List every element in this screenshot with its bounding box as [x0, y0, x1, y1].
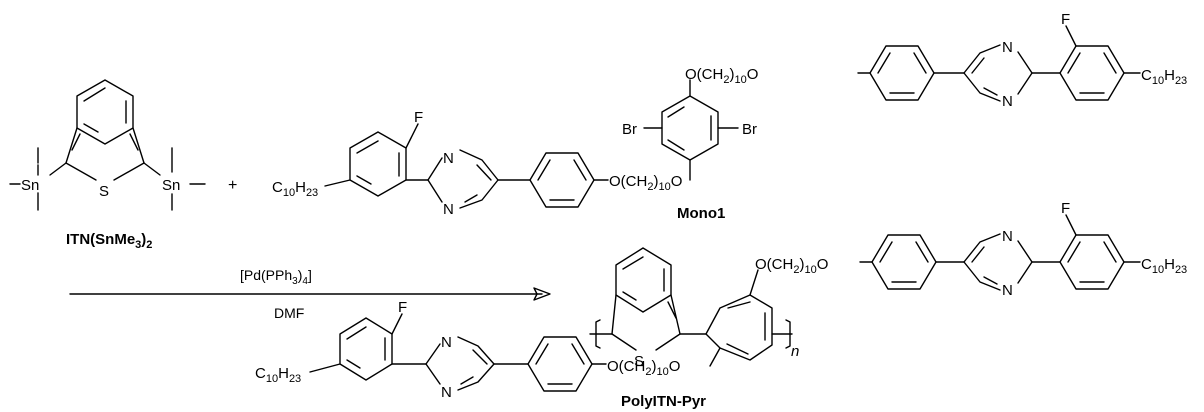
plus-sign: +	[228, 177, 237, 194]
atom-n2-mono1-left: N	[443, 201, 454, 218]
atom-n1-polymer-lower: N	[441, 334, 452, 351]
itn-stannane-structure	[9, 79, 206, 211]
atom-n2-polymer-upper: N	[1002, 282, 1013, 299]
linker-polymer-upper: O(CH2)10O	[755, 256, 828, 276]
mono1-right-arm	[857, 25, 1141, 102]
atom-n2-polymer-lower: N	[441, 384, 452, 401]
atom-f-polymer-upper: F	[1061, 200, 1070, 217]
atom-f-mono1-right: F	[1061, 11, 1070, 28]
atom-br-left: Br	[622, 121, 637, 138]
atom-s-polymer: S	[634, 353, 644, 370]
atom-sn-left: Sn	[21, 177, 39, 194]
c10h23-polymer-upper: C10H23	[1141, 256, 1187, 276]
reaction-arrow	[69, 287, 551, 301]
polymer-backbone	[589, 247, 793, 367]
repeat-n: n	[791, 343, 799, 360]
atom-br-right: Br	[742, 121, 757, 138]
atom-s-itn: S	[99, 183, 109, 200]
c10h23-mono1-left: C10H23	[272, 179, 318, 199]
atom-sn-right: Sn	[162, 177, 180, 194]
label-itn-snme3-2: ITN(SnMe3)2	[66, 231, 152, 251]
solvent-label: DMF	[274, 305, 304, 321]
linker-polymer-lower: O(CH2)10O	[607, 358, 680, 378]
label-mono1: Mono1	[677, 205, 725, 222]
linker-mono1-left: O(CH2)10O	[609, 173, 682, 193]
polymer-upper-arm	[859, 214, 1141, 291]
atom-n1-mono1-right: N	[1002, 39, 1013, 56]
atom-n2-mono1-right: N	[1002, 93, 1013, 110]
linker-mono1-right: O(CH2)10O	[685, 66, 758, 86]
label-polyitn-pyr: PolyITN-Pyr	[621, 393, 706, 410]
mono1-dibromo-core	[643, 79, 739, 181]
polymer-lower-arm	[309, 313, 607, 392]
atom-f-mono1-left: F	[414, 109, 423, 126]
atom-f-polymer-lower: F	[398, 299, 407, 316]
atom-n1-polymer-upper: N	[1002, 228, 1013, 245]
c10h23-mono1-right: C10H23	[1141, 67, 1187, 87]
mono1-left-arm	[324, 123, 609, 209]
atom-n1-mono1-left: N	[443, 150, 454, 167]
catalyst-label: [Pd(PPh3)4]	[240, 267, 312, 287]
c10h23-polymer-lower: C10H23	[255, 365, 301, 385]
